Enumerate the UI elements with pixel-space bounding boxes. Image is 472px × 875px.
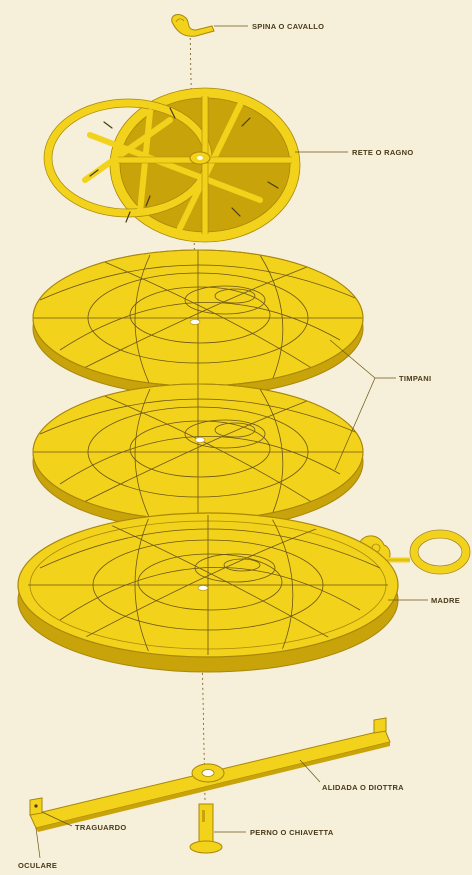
- timpano-plate-2: [33, 384, 363, 530]
- label-rete: RETE O RAGNO: [352, 148, 414, 157]
- label-oculare: OCULARE: [18, 861, 57, 870]
- label-traguardo: TRAGUARDO: [75, 823, 126, 832]
- label-madre: MADRE: [431, 596, 460, 605]
- label-timpani: TIMPANI: [399, 374, 431, 383]
- timpano-plate-1: [33, 250, 363, 396]
- perno-piece: [190, 804, 222, 853]
- label-perno: PERNO O CHIAVETTA: [250, 828, 334, 837]
- label-alidada: ALIDADA O DIOTTRA: [322, 783, 404, 792]
- spina-piece: [172, 15, 214, 37]
- rete-piece: [44, 88, 300, 242]
- label-spina: SPINA O CAVALLO: [252, 22, 324, 31]
- madre-plate: [18, 513, 470, 672]
